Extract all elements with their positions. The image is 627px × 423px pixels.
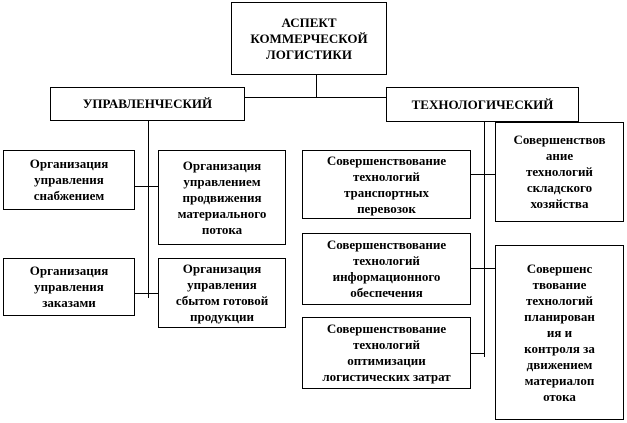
sales-node: Организация управления сбытом готовой пр… bbox=[158, 258, 286, 328]
warehouse-node: Совершенствов ание технологий складского… bbox=[495, 122, 624, 222]
connector bbox=[471, 174, 495, 175]
transport-node: Совершенствование технологий транспортны… bbox=[302, 150, 471, 219]
connector bbox=[484, 122, 485, 357]
connector bbox=[471, 268, 495, 269]
managerial-node: УПРАВЛЕНЧЕСКИЙ bbox=[50, 87, 245, 121]
costs-node: Совершенствование технологий оптимизации… bbox=[302, 317, 471, 389]
connector bbox=[135, 186, 158, 187]
connector bbox=[316, 75, 317, 97]
connector bbox=[245, 97, 386, 98]
technological-node: ТЕХНОЛОГИЧЕСКИЙ bbox=[386, 87, 579, 122]
info-node: Совершенствование технологий информацион… bbox=[302, 233, 471, 305]
planning-node: Совершенс твование технологий планирован… bbox=[495, 245, 624, 420]
orders-node: Организация управления заказами bbox=[3, 258, 135, 316]
connector bbox=[135, 293, 158, 294]
connector bbox=[471, 353, 484, 354]
connector bbox=[148, 121, 149, 298]
material-flow-node: Организация управлением продвижения мате… bbox=[158, 150, 286, 245]
supply-node: Организация управления снабжением bbox=[3, 150, 135, 210]
root-node: АСПЕКТ КОММЕРЧЕСКОЙ ЛОГИСТИКИ bbox=[231, 2, 387, 75]
